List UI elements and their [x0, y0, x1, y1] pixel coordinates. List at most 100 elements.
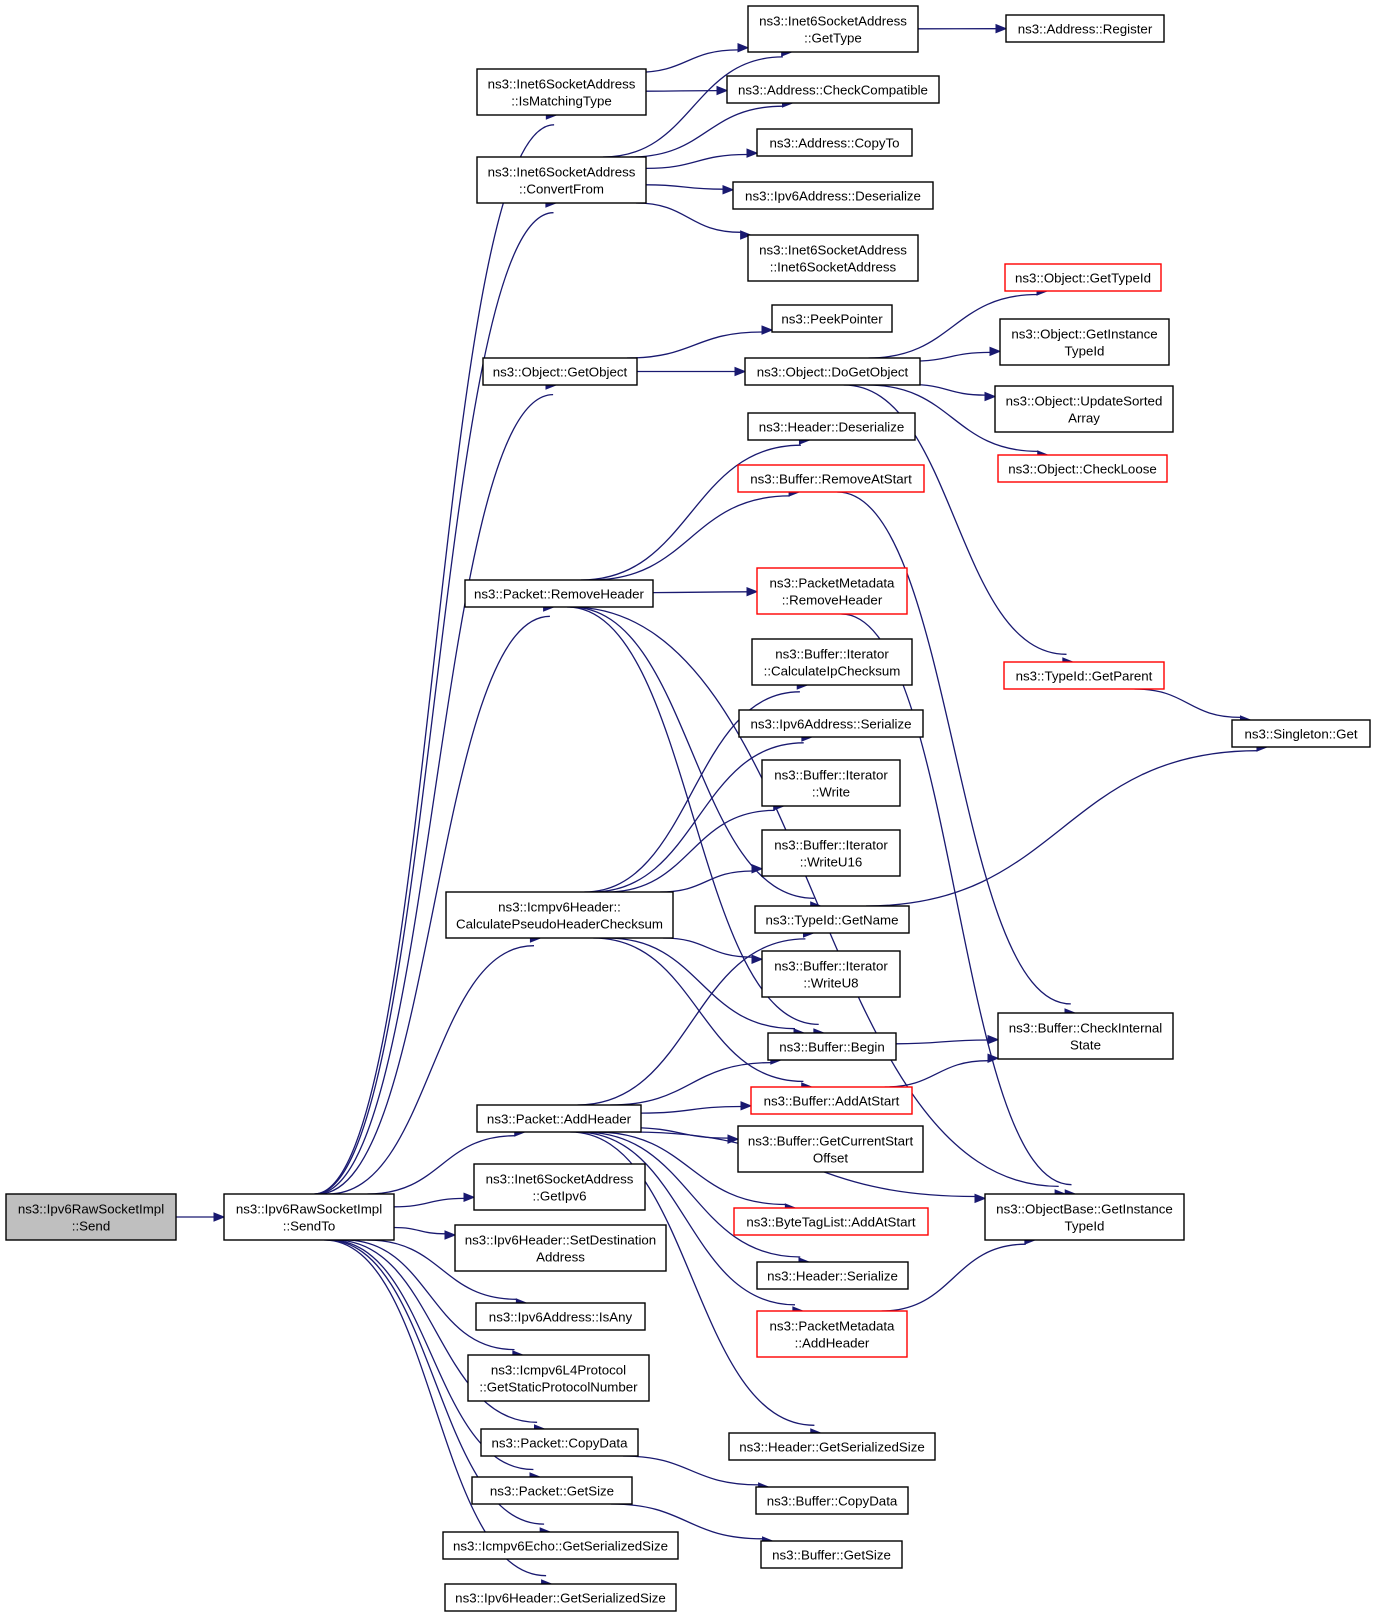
edge-convertfrom-to-ipv6deser [645, 184, 724, 190]
node-peekpointer[interactable]: ns3::PeekPointer [771, 304, 893, 333]
node-box [747, 412, 916, 441]
node-gettype[interactable]: ns3::Inet6SocketAddress::GetType [747, 5, 919, 53]
node-label: ::IsMatchingType [511, 94, 612, 109]
node-label: ::GetType [804, 31, 862, 46]
node-label: ::SendTo [283, 1219, 336, 1234]
node-getparent[interactable]: ns3::TypeId::GetParent [1003, 661, 1165, 690]
node-box [444, 1583, 677, 1612]
edge-bufbegin-to-checkinternal [895, 1039, 989, 1045]
node-label: ns3::ByteTagList::AddAtStart [746, 1215, 916, 1230]
node-buf_getsize[interactable]: ns3::Buffer::GetSize [760, 1540, 903, 1569]
node-pm_removeheader[interactable]: ns3::PacketMetadata::RemoveHeader [756, 567, 908, 615]
edge-addheader-to-pm_addheader [576, 1131, 796, 1306]
arrowhead-calcpseudo-to-iterwriteu16 [751, 864, 764, 874]
node-label: ::WriteU16 [800, 855, 863, 870]
node-isany[interactable]: ns3::Ipv6Address::IsAny [475, 1302, 646, 1331]
node-copyto[interactable]: ns3::Address::CopyTo [756, 128, 913, 157]
node-pm_addheader[interactable]: ns3::PacketMetadata::AddHeader [756, 1310, 908, 1358]
node-addatstart[interactable]: ns3::Buffer::AddAtStart [750, 1086, 913, 1115]
node-headerser[interactable]: ns3::Header::Serialize [756, 1261, 909, 1290]
arrowhead-getobject-to-peekpointer [761, 325, 774, 335]
node-bufbegin[interactable]: ns3::Buffer::Begin [767, 1032, 897, 1061]
node-label: TypeId [1065, 1219, 1105, 1234]
node-box [728, 1432, 936, 1461]
node-typeidgetname[interactable]: ns3::TypeId::GetName [754, 905, 910, 934]
node-label: ::Send [72, 1219, 110, 1234]
node-label: ns3::Header::Deserialize [759, 420, 905, 435]
node-label: ns3::PacketMetadata [770, 1319, 896, 1334]
node-box [997, 1012, 1174, 1060]
node-calcipchecksum[interactable]: ns3::Buffer::Iterator::CalculateIpChecks… [751, 638, 913, 686]
node-iterwrite[interactable]: ns3::Buffer::Iterator::Write [761, 759, 901, 807]
node-box [750, 1086, 913, 1115]
node-icmpv6proto[interactable]: ns3::Icmpv6L4Protocol::GetStaticProtocol… [467, 1354, 650, 1402]
node-label: ns3::Header::GetSerializedSize [739, 1440, 925, 1455]
node-box [747, 5, 919, 53]
node-label: ns3::PeekPointer [781, 312, 883, 327]
node-checkcompat[interactable]: ns3::Address::CheckCompatible [726, 75, 940, 104]
node-label: ns3::TypeId::GetParent [1016, 669, 1153, 684]
node-dogetobject[interactable]: ns3::Object::DoGetObject [744, 357, 921, 386]
node-label: CalculatePseudoHeaderChecksum [456, 917, 663, 932]
node-addheader[interactable]: ns3::Packet::AddHeader [476, 1104, 642, 1133]
node-removeheader[interactable]: ns3::Packet::RemoveHeader [464, 579, 654, 608]
edge-dogetobject-to-checkloose [867, 384, 1039, 453]
node-ipv6deser[interactable]: ns3::Ipv6Address::Deserialize [732, 181, 934, 210]
node-convertfrom[interactable]: ns3::Inet6SocketAddress::ConvertFrom [476, 156, 647, 204]
node-label: ::CalculateIpChecksum [764, 664, 901, 679]
node-label: ::GetIpv6 [533, 1189, 587, 1204]
node-iterwriteu8[interactable]: ns3::Buffer::Iterator::WriteU8 [761, 950, 901, 998]
edge-removeheader-to-removeatstart [590, 495, 790, 581]
node-removeatstart[interactable]: ns3::Buffer::RemoveAtStart [737, 464, 925, 493]
node-box [467, 1354, 650, 1402]
edge-convertfrom-to-checkcompat [630, 105, 784, 158]
node-send[interactable]: ns3::Ipv6RawSocketImpl::Send [5, 1193, 177, 1241]
arrowhead-addheader-to-objbase [974, 1193, 987, 1204]
node-checkloose[interactable]: ns3::Object::CheckLoose [997, 454, 1168, 483]
node-ipv6hdr_sersize[interactable]: ns3::Ipv6Header::GetSerializedSize [444, 1583, 677, 1612]
node-box [1004, 263, 1162, 292]
edge-addheader-to-bufbegin [610, 1061, 772, 1106]
node-singletonget[interactable]: ns3::Singleton::Get [1231, 719, 1371, 748]
node-label: ::GetStaticProtocolNumber [479, 1380, 638, 1395]
node-label: ns3::Object::UpdateSorted [1006, 394, 1163, 409]
edge-sendto-to-getipv6 [393, 1197, 465, 1208]
node-label: ns3::Ipv6Address::Serialize [750, 717, 911, 732]
node-box [744, 357, 921, 386]
edge-sendto-to-ismatching [314, 124, 555, 1195]
node-box [476, 156, 647, 204]
arrowhead-send-to-sendto [213, 1212, 226, 1222]
node-box [767, 1032, 897, 1061]
edge-ismatching-to-gettype [635, 49, 739, 74]
node-register[interactable]: ns3::Address::Register [1005, 14, 1165, 43]
node-box [476, 68, 647, 116]
node-buf_copydata[interactable]: ns3::Buffer::CopyData [755, 1486, 909, 1515]
node-pkt_getsize[interactable]: ns3::Packet::GetSize [471, 1476, 633, 1505]
node-getobject[interactable]: ns3::Object::GetObject [482, 357, 638, 386]
node-label: ::WriteU8 [803, 976, 858, 991]
node-bytetag[interactable]: ns3::ByteTagList::AddAtStart [733, 1207, 929, 1236]
node-ismatching[interactable]: ns3::Inet6SocketAddress::IsMatchingType [476, 68, 647, 116]
node-headerdeser[interactable]: ns3::Header::Deserialize [747, 412, 916, 441]
node-label: ns3::Inet6SocketAddress [488, 165, 636, 180]
node-sendto[interactable]: ns3::Ipv6RawSocketImpl::SendTo [223, 1193, 395, 1241]
node-calcpseudo[interactable]: ns3::Icmpv6Header::CalculatePseudoHeader… [445, 891, 674, 939]
edge-sendto-to-addheader [367, 1135, 516, 1195]
node-header_getsersize[interactable]: ns3::Header::GetSerializedSize [728, 1432, 936, 1461]
node-label: ns3::Inet6SocketAddress [759, 14, 907, 29]
node-obj_gettypeid[interactable]: ns3::Object::GetTypeId [1004, 263, 1162, 292]
node-label: ::Inet6SocketAddress [770, 260, 897, 275]
node-ipv6ser[interactable]: ns3::Ipv6Address::Serialize [738, 709, 924, 738]
node-pkt_copydata[interactable]: ns3::Packet::CopyData [480, 1428, 639, 1457]
node-iterwriteu16[interactable]: ns3::Buffer::Iterator::WriteU16 [761, 829, 901, 877]
node-inet6ctor[interactable]: ns3::Inet6SocketAddress::Inet6SocketAddr… [747, 234, 919, 282]
edge-calcpseudo-to-iterwriteu16 [660, 870, 753, 893]
node-icmpecho_sersize[interactable]: ns3::Icmpv6Echo::GetSerializedSize [442, 1531, 679, 1560]
node-getipv6[interactable]: ns3::Inet6SocketAddress::GetIpv6 [473, 1163, 646, 1211]
